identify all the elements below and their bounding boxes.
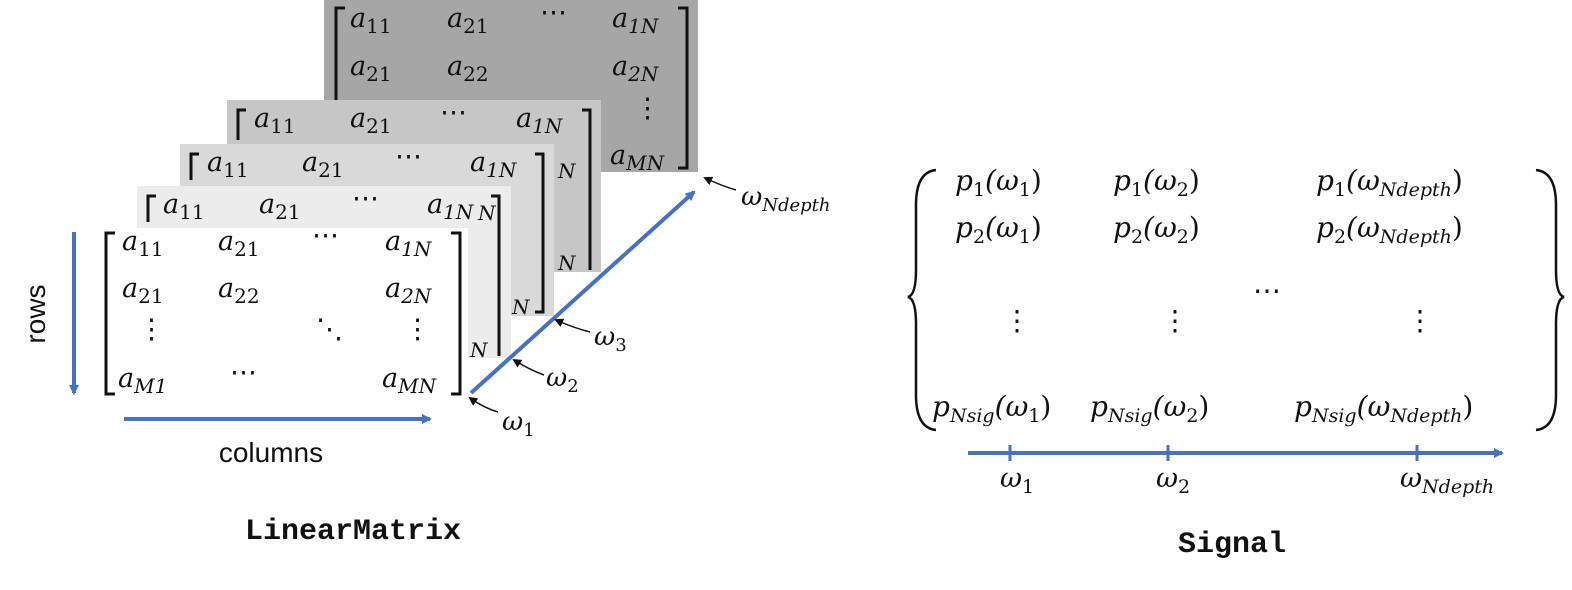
right-bracket: [451, 231, 462, 396]
matrix-layer-front: a11 a21 ⋯ a1N a21 a22 a2N ⋮ ⋱ ⋮ aM1 ⋯ aM…: [94, 220, 468, 400]
cell-aMN: aMN: [610, 140, 666, 175]
left-bracket: [146, 194, 156, 222]
caption-signal: Signal: [1178, 528, 1286, 562]
cell-a21-row2: a21: [122, 273, 164, 308]
axis-label-w1: ω1: [1000, 463, 1034, 498]
hdots: ⋯: [230, 357, 257, 388]
hdots: ⋯: [540, 0, 567, 28]
signal-vdots: ⋮: [1003, 304, 1031, 337]
hdots: ⋯: [312, 220, 339, 251]
cell-aMN: aMN: [382, 363, 438, 398]
left-brace: [907, 168, 937, 432]
label-w2: ω2: [546, 363, 579, 397]
hdots: ⋯: [440, 97, 467, 128]
cell-a11: a11: [207, 147, 249, 182]
layer-background: [94, 228, 468, 400]
caption-linearmatrix: LinearMatrix: [245, 515, 461, 549]
signal-hdots: ⋯: [1253, 274, 1281, 307]
signal-vdots: ⋮: [1161, 304, 1189, 337]
right-bracket: [535, 152, 545, 314]
label-w3: ω3: [594, 322, 627, 356]
cell-a1N: a1N: [470, 147, 518, 182]
cell-a2N: a2N: [385, 273, 433, 308]
rows-label: rows: [20, 284, 51, 343]
pointer-w2: [512, 358, 545, 376]
columns-label: columns: [219, 437, 323, 468]
signal-row-last: pNsig(ω1) pNsig(ω2) pNsig(ωNdepth): [932, 390, 1473, 427]
partial-N: N: [511, 295, 531, 319]
cell-a1N: a1N: [427, 189, 475, 224]
pointer-w1: [468, 396, 499, 413]
cell-a11: a11: [254, 103, 296, 138]
right-bracket: [678, 6, 689, 170]
left-bracket: [104, 231, 115, 396]
cell-a11: a11: [163, 189, 205, 224]
cell-a1N: a1N: [516, 103, 564, 138]
cell-a21: a21: [302, 147, 344, 182]
signal-vdots: ⋮: [1406, 304, 1434, 337]
vdots: ⋮: [138, 314, 165, 345]
axis-label-wNdepth: ωNdepth: [1400, 463, 1494, 498]
partial-N: N: [557, 159, 577, 183]
signal-row-2: p2(ω1) p2(ω2) p2(ωNdepth): [955, 211, 1463, 248]
right-bracket: [582, 108, 592, 270]
signal-cell: p1(ωNdepth): [1316, 164, 1463, 201]
partial-N: N: [469, 338, 489, 362]
cell-a1N: a1N: [385, 226, 433, 261]
pointer-wNdepth: [703, 176, 737, 191]
depth-arrow: [469, 190, 696, 395]
cell-a21: a21: [259, 189, 301, 224]
cell-a11: a11: [122, 226, 164, 261]
signal-cell: pNsig(ωNdepth): [1294, 390, 1473, 427]
cell-aM1: aM1: [118, 363, 167, 398]
left-bracket: [189, 152, 199, 180]
signal-cell: pNsig(ω2): [1090, 390, 1209, 427]
hdots: ⋯: [395, 141, 422, 172]
partial-N: N: [557, 251, 577, 275]
signal-cell: pNsig(ω1): [932, 390, 1051, 427]
hdots: ⋯: [352, 183, 379, 214]
cell-a21: a21: [350, 103, 392, 138]
signal-cell: p1(ω1): [955, 164, 1042, 201]
label-wNdepth: ωNdepth: [741, 182, 830, 216]
cell-a21: a21: [218, 226, 260, 261]
partial-N: N: [477, 201, 497, 225]
signal-cell: p2(ω1): [955, 211, 1042, 248]
vdots: ⋮: [634, 93, 661, 124]
signal-cell: p2(ωNdepth): [1316, 211, 1463, 248]
right-bracket: [491, 194, 501, 356]
cell-a21: a21: [447, 3, 489, 38]
axis-label-w2: ω2: [1156, 463, 1190, 498]
right-brace: [1535, 168, 1565, 432]
cell-a22: a22: [218, 273, 260, 308]
signal-cell: p1(ω2): [1113, 164, 1200, 201]
cell-a21-row2: a21: [350, 51, 392, 86]
cell-a11: a11: [350, 3, 392, 38]
signal-cell: p2(ω2): [1113, 211, 1200, 248]
left-bracket: [236, 108, 246, 140]
signal-row-1: p1(ω1) p1(ω2) p1(ωNdepth): [955, 164, 1463, 201]
cell-a22: a22: [447, 51, 489, 86]
cell-a2N: a2N: [612, 51, 660, 86]
vdots: ⋮: [404, 314, 431, 345]
cell-a1N: a1N: [612, 3, 660, 38]
pointer-w3: [554, 318, 591, 333]
label-w1: ω1: [502, 407, 535, 441]
ddots: ⋱: [316, 314, 343, 345]
